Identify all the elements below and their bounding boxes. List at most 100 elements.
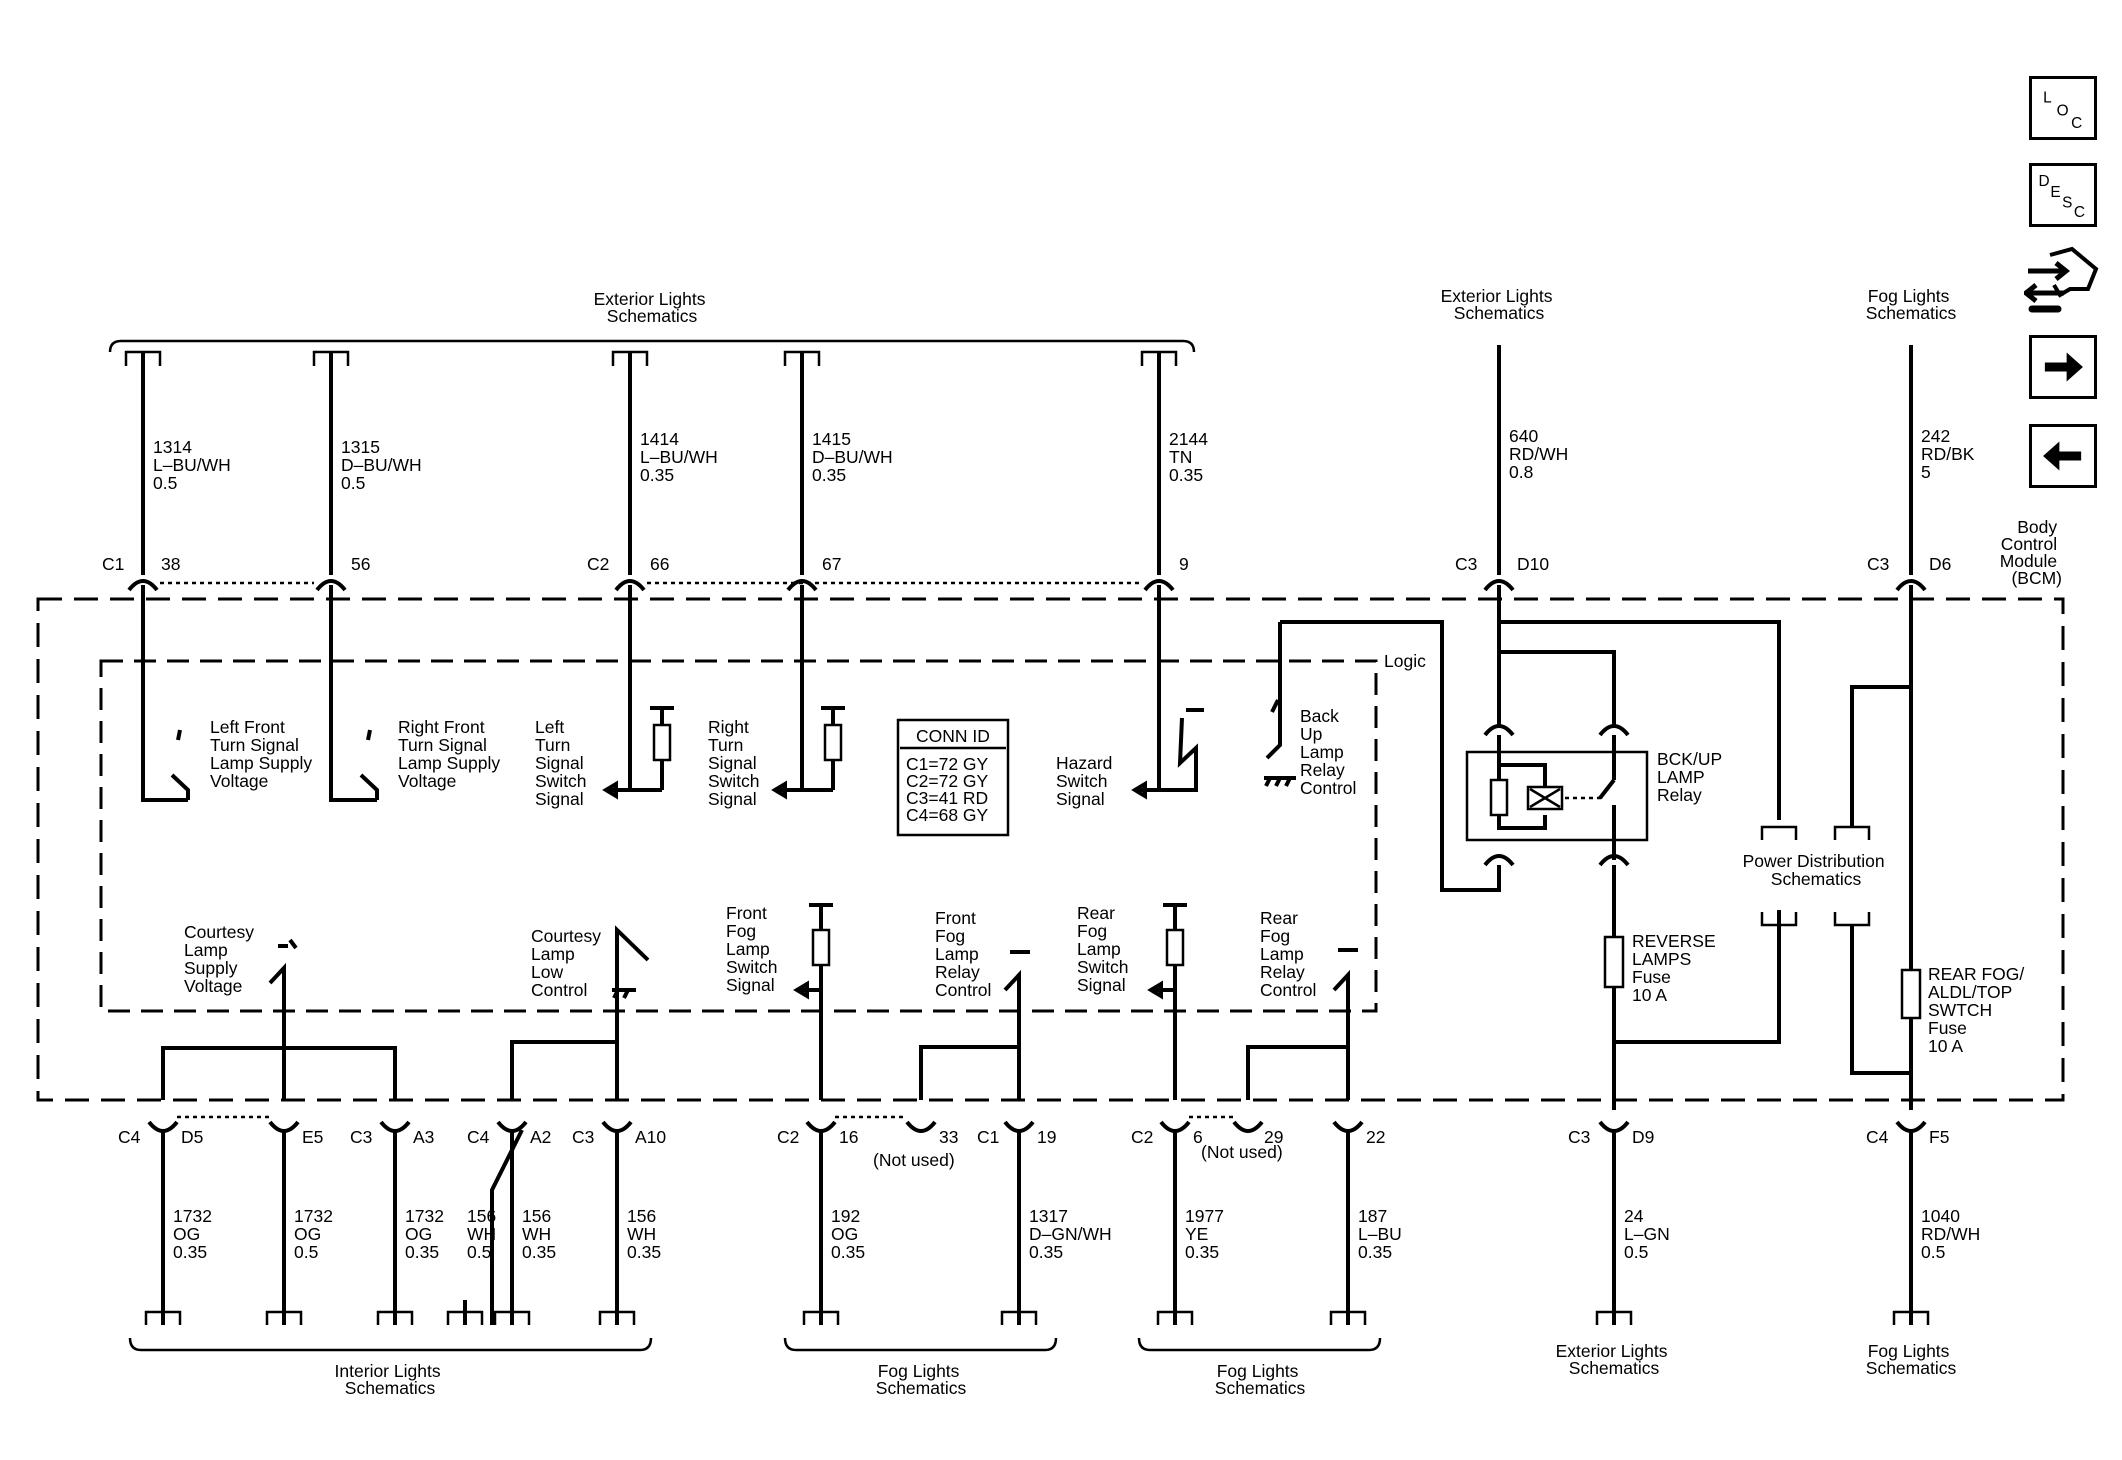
lower-circuits	[161, 903, 1358, 1325]
pin-67: 67	[822, 554, 841, 574]
courtesy-supply-label: Courtesy Lamp Supply Voltage	[184, 922, 259, 996]
wire-1732-a: 1732 OG 0.35	[173, 1206, 217, 1262]
conn-c1-b1: C1	[977, 1127, 999, 1147]
conn-c4-b2: C4	[467, 1127, 490, 1147]
hazard-sw-label: Hazard Switch Signal	[1056, 753, 1117, 809]
conn-c1-top: C1	[102, 554, 124, 574]
conn-id-box	[896, 718, 1010, 837]
pin-a10: A10	[635, 1127, 666, 1147]
pin-19: 19	[1037, 1127, 1056, 1147]
wire-192: 192 OG 0.35	[831, 1206, 865, 1262]
wire-24: 24 L–GN 0.5	[1624, 1206, 1675, 1262]
wire-1040: 1040 RD/WH 0.5	[1921, 1206, 1985, 1262]
pin-16: 16	[839, 1127, 858, 1147]
wire-1317: 1317 D–GN/WH 0.35	[1029, 1206, 1117, 1262]
wire-1314-label: 1314 L–BU/WH 0.5	[153, 437, 236, 493]
rear-fog-fuse-label: REAR FOG/ ALDL/TOP SWTCH Fuse 10 A	[1928, 964, 2029, 1056]
pin-d6: D6	[1929, 554, 1951, 574]
right-turn-sw-label: Right Turn Signal Switch Signal	[708, 717, 764, 809]
not-used-2: (Not used)	[1201, 1142, 1283, 1162]
rf-turn-label: Right Front Turn Signal Lamp Supply Volt…	[398, 717, 505, 791]
ext-lights-bottom-label: Exterior Lights Schematics	[1556, 1341, 1673, 1378]
not-used-1: (Not used)	[873, 1150, 955, 1170]
arrow-left-icon	[2043, 441, 2082, 471]
arrow-right-icon	[2044, 352, 2083, 382]
schematic-labels: Exterior Lights Schematics Exterior Ligh…	[102, 286, 2062, 1398]
logic-box	[99, 659, 1378, 1013]
next-page-button[interactable]	[2029, 335, 2097, 399]
conn-c3-top1: C3	[1455, 554, 1477, 574]
conn-c4-b1: C4	[118, 1127, 141, 1147]
pin-33: 33	[939, 1127, 958, 1147]
ext-lights-top-bracket	[108, 339, 1196, 353]
fog-lights-bottom-label: Fog Lights Schematics	[1866, 1341, 1957, 1378]
top-connector-arcs	[127, 579, 1927, 592]
fog-lights-bottom2-label: Fog Lights Schematics	[1215, 1361, 1306, 1398]
wire-1977: 1977 YE 0.35	[1185, 1206, 1229, 1262]
wire-1732-b: 1732 OG 0.5	[294, 1206, 338, 1262]
svg-text:L: L	[2043, 90, 2052, 107]
pin-d5: D5	[181, 1127, 203, 1147]
wire-242-label: 242 RD/BK 5	[1921, 426, 1979, 482]
pin-56: 56	[351, 554, 370, 574]
wire-1414-label: 1414 L–BU/WH 0.35	[640, 429, 723, 485]
wire-1732-c: 1732 OG 0.35	[405, 1206, 449, 1262]
wire-156-b: 156 WH 0.35	[522, 1206, 556, 1262]
front-fog-sw-label: Front Fog Lamp Switch Signal	[726, 903, 782, 995]
svg-text:E: E	[2050, 184, 2060, 201]
wire-156-c: 156 WH 0.35	[627, 1206, 661, 1262]
bcm-label: Body Control Module (BCM)	[2000, 517, 2062, 588]
svg-text:C: C	[2071, 115, 2082, 132]
pin-38: 38	[161, 554, 180, 574]
svg-text:S: S	[2062, 195, 2072, 212]
logic-label: Logic	[1384, 651, 1426, 671]
conn-c2-b2: C2	[1131, 1127, 1153, 1147]
diagnostic-tool-icon[interactable]	[2024, 245, 2102, 321]
bckup-relay-block	[1465, 585, 1798, 1110]
wire-187: 187 L–BU 0.35	[1358, 1206, 1407, 1262]
conn-id-title: CONN ID	[916, 726, 990, 746]
pin-e5: E5	[302, 1127, 323, 1147]
top-wires	[124, 345, 1913, 575]
pin-29: 29	[1264, 1127, 1283, 1147]
schematic-wiring	[36, 339, 2065, 1352]
backup-relay-ctrl-label: Back Up Lamp Relay Control	[1300, 706, 1356, 798]
ext-lights-top2-label: Exterior Lights Schematics	[1441, 286, 1558, 323]
conn-id-lines: C1=72 GY C2=72 GY C3=41 RD C4=68 GY	[906, 754, 993, 825]
pin-6: 6	[1193, 1127, 1203, 1147]
rear-fog-sw-label: Rear Fog Lamp Switch Signal	[1077, 903, 1133, 995]
lf-turn-label: Left Front Turn Signal Lamp Supply Volta…	[210, 717, 317, 791]
ext-lights-top-label: Exterior Lights Schematics	[594, 289, 711, 326]
pin-d9: D9	[1632, 1127, 1654, 1147]
bottom-wires	[128, 1130, 1930, 1352]
inside-circuits	[141, 585, 1501, 892]
courtesy-low-label: Courtesy Lamp Low Control	[531, 926, 606, 1000]
conn-c3-top2: C3	[1867, 554, 1889, 574]
pin-a3: A3	[413, 1127, 434, 1147]
wire-156-a: 156 WH 0.5	[467, 1206, 501, 1262]
pin-22: 22	[1366, 1127, 1385, 1147]
rear-fog-fuse-branch	[1833, 585, 1922, 1110]
prev-page-button[interactable]	[2029, 424, 2097, 488]
rear-fog-relay-label: Rear Fog Lamp Relay Control	[1260, 908, 1316, 1000]
conn-c2-b1: C2	[777, 1127, 799, 1147]
svg-text:O: O	[2057, 102, 2069, 119]
conn-c2-top: C2	[587, 554, 609, 574]
pin-9: 9	[1179, 554, 1189, 574]
pin-a2: A2	[530, 1127, 551, 1147]
reverse-fuse-label: REVERSE LAMPS Fuse 10 A	[1632, 931, 1721, 1005]
wire-1415-label: 1415 D–BU/WH 0.35	[812, 429, 898, 485]
fog-lights-top-label: Fog Lights Schematics	[1866, 286, 1957, 323]
pin-f5: F5	[1929, 1127, 1949, 1147]
loc-icon: LOC	[2043, 90, 2082, 132]
wire-1315-label: 1315 D–BU/WH 0.5	[341, 437, 427, 493]
wire-640-label: 640 RD/WH 0.8	[1509, 426, 1573, 482]
bcm-outline	[36, 597, 2065, 1102]
power-dist-label: Power Distribution Schematics	[1743, 851, 1890, 889]
left-turn-sw-label: Left Turn Signal Switch Signal	[535, 717, 591, 809]
interior-lights-bottom-label: Interior Lights Schematics	[335, 1361, 446, 1398]
svg-text:D: D	[2039, 173, 2050, 190]
